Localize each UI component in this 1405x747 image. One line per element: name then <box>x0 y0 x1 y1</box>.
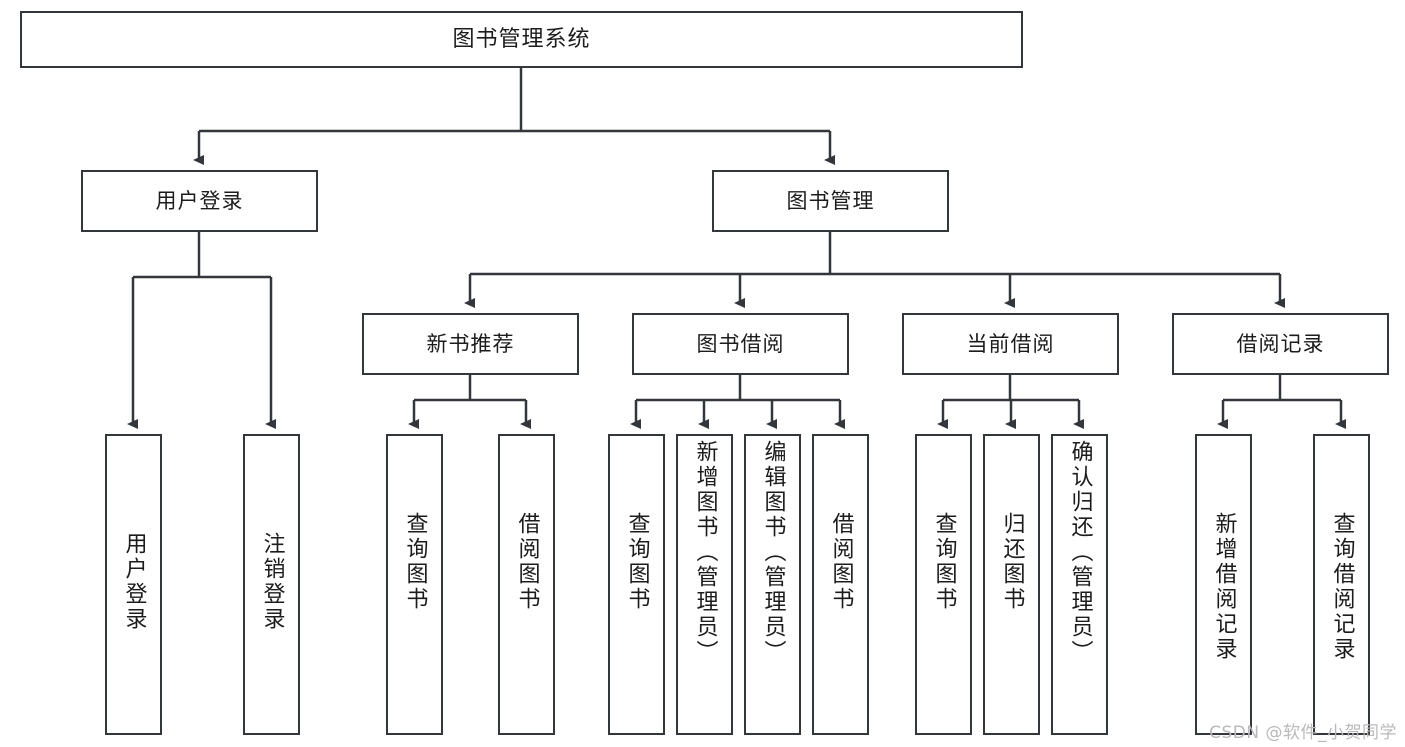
leaf-confirm-return-label: 确认归还（管理员） <box>1067 440 1093 665</box>
leaf-borrow-book-1[interactable]: 借阅图书 <box>498 434 555 735</box>
node-new-book-recommend[interactable]: 新书推荐 <box>362 313 579 375</box>
leaf-query-borrow-record-label: 查询借阅记录 <box>1329 512 1355 662</box>
node-current-borrow[interactable]: 当前借阅 <box>902 313 1119 375</box>
watermark: CSDN @软件_小贺同学 <box>1209 723 1397 743</box>
leaf-logout-login[interactable]: 注销登录 <box>243 434 300 735</box>
node-book-manage-label: 图书管理 <box>786 188 875 213</box>
leaf-edit-book[interactable]: 编辑图书（管理员） <box>744 434 801 735</box>
leaf-add-borrow-record[interactable]: 新增借阅记录 <box>1195 434 1252 735</box>
leaf-query-book-3-label: 查询图书 <box>931 512 957 612</box>
leaf-query-book-1-label: 查询图书 <box>402 512 428 612</box>
node-root[interactable]: 图书管理系统 <box>20 11 1023 68</box>
node-borrow-record[interactable]: 借阅记录 <box>1172 313 1389 375</box>
leaf-query-borrow-record[interactable]: 查询借阅记录 <box>1313 434 1370 735</box>
leaf-borrow-book-2[interactable]: 借阅图书 <box>812 434 869 735</box>
leaf-return-book-label: 归还图书 <box>999 512 1025 612</box>
leaf-add-book[interactable]: 新增图书（管理员） <box>676 434 733 735</box>
leaf-user-login[interactable]: 用户登录 <box>105 434 162 735</box>
leaf-add-borrow-record-label: 新增借阅记录 <box>1211 512 1237 662</box>
leaf-query-book-2-label: 查询图书 <box>624 512 650 612</box>
leaf-borrow-book-1-label: 借阅图书 <box>514 512 540 612</box>
leaf-user-login-label: 用户登录 <box>121 532 147 632</box>
node-book-borrow[interactable]: 图书借阅 <box>632 313 849 375</box>
leaf-return-book[interactable]: 归还图书 <box>983 434 1040 735</box>
leaf-query-book-2[interactable]: 查询图书 <box>608 434 665 735</box>
leaf-query-book-1[interactable]: 查询图书 <box>386 434 443 735</box>
leaf-logout-login-label: 注销登录 <box>259 532 285 632</box>
node-new-book-recommend-label: 新书推荐 <box>426 331 515 356</box>
node-user-login[interactable]: 用户登录 <box>81 170 318 232</box>
node-book-borrow-label: 图书借阅 <box>696 331 785 356</box>
node-borrow-record-label: 借阅记录 <box>1236 331 1325 356</box>
leaf-confirm-return[interactable]: 确认归还（管理员） <box>1051 434 1108 735</box>
node-user-login-label: 用户登录 <box>155 188 244 213</box>
leaf-query-book-3[interactable]: 查询图书 <box>915 434 972 735</box>
node-book-manage[interactable]: 图书管理 <box>712 170 949 232</box>
node-root-label: 图书管理系统 <box>452 26 591 52</box>
node-current-borrow-label: 当前借阅 <box>966 331 1055 356</box>
leaf-borrow-book-2-label: 借阅图书 <box>828 512 854 612</box>
leaf-add-book-label: 新增图书（管理员） <box>692 440 718 665</box>
leaf-edit-book-label: 编辑图书（管理员） <box>760 440 786 665</box>
